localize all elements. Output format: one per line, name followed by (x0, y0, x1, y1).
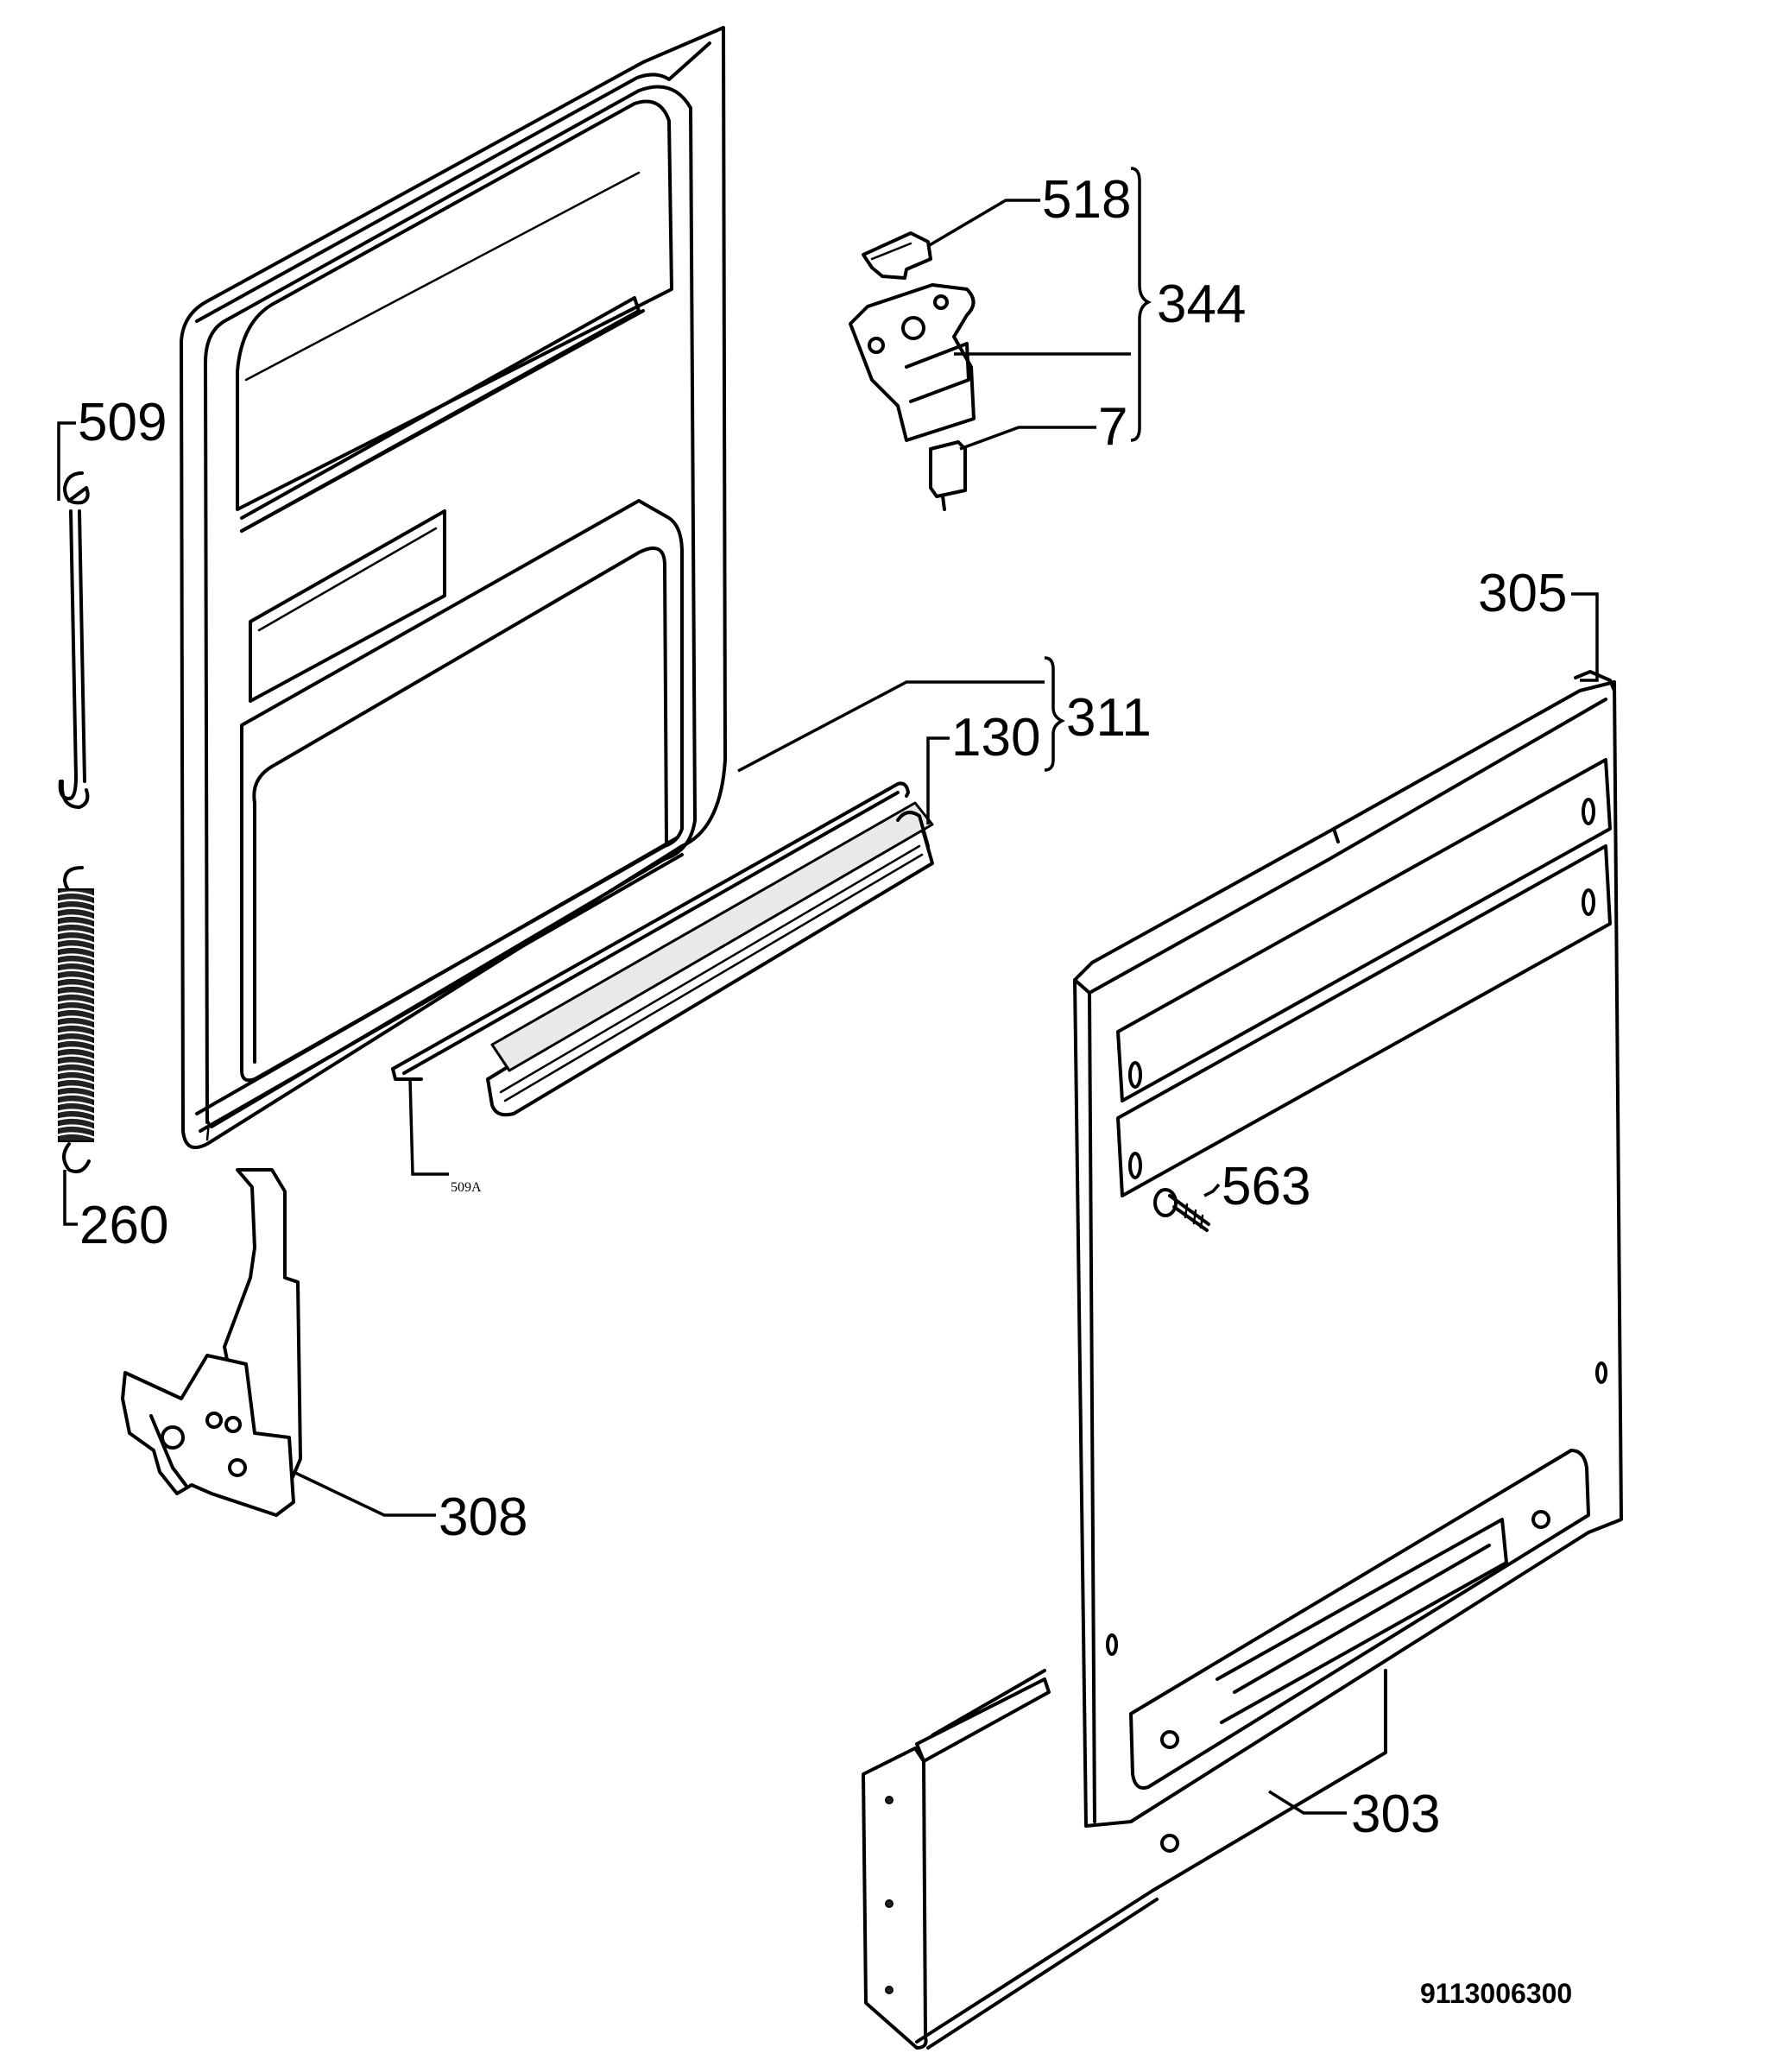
callout-labels: 518 344 7 509 305 311 130 509A 260 563 3… (78, 170, 1572, 2009)
door-latch-assembly (849, 231, 976, 511)
label-305: 305 (1478, 564, 1567, 623)
spring-509 (58, 471, 90, 809)
label-7: 7 (1098, 397, 1127, 457)
spring-coil-turn (56, 945, 96, 953)
bottom-strip-509a (391, 781, 910, 1081)
spring-coil-turn (56, 1109, 96, 1116)
spring-coil-turn (56, 1132, 96, 1140)
label-308: 308 (439, 1488, 527, 1547)
spring-coil-turn (56, 930, 96, 938)
spring-coil-turn (56, 1070, 96, 1077)
spring-coil-turn (56, 1101, 96, 1109)
label-509: 509 (78, 393, 167, 452)
leader-lines (57, 167, 1599, 1815)
spring-coil-turn (56, 1008, 96, 1015)
spring-coil-turn (56, 1124, 96, 1132)
outer-door-panel (1073, 670, 1623, 1828)
hinge-308 (121, 1168, 302, 1517)
spring-coil-turn (56, 1039, 96, 1046)
spring-coil-turn (56, 1054, 96, 1062)
spring-coil-turn (56, 1077, 96, 1085)
door-seal-130 (486, 801, 934, 1117)
spring-coil-turn (56, 976, 96, 984)
spring-coil-turn (56, 938, 96, 945)
screw-563 (1153, 1188, 1210, 1232)
label-518: 518 (1042, 170, 1131, 230)
inner-door-panel (180, 26, 727, 1149)
label-509a: 509A (451, 1180, 482, 1195)
label-260: 260 (79, 1196, 168, 1255)
spring-260 (56, 866, 96, 1173)
label-311: 311 (1066, 688, 1152, 748)
spring-coil-turn (56, 984, 96, 992)
spring-coil-turn (56, 1031, 96, 1039)
spring-coil-turn (56, 1062, 96, 1070)
label-130: 130 (951, 708, 1040, 768)
kick-plate-303 (862, 1669, 1387, 2050)
spring-coil-turn (56, 1116, 96, 1124)
spring-coil-turn (56, 1000, 96, 1008)
spring-coil-turn (56, 1085, 96, 1093)
label-563: 563 (1222, 1157, 1310, 1216)
spring-coil-turn (56, 899, 96, 906)
spring-coil-turn (56, 914, 96, 922)
spring-coil-turn (56, 906, 96, 914)
spring-coil-turn (56, 953, 96, 961)
spring-coil-turn (56, 1046, 96, 1054)
spring-coil-turn (56, 891, 96, 899)
label-344: 344 (1157, 275, 1246, 334)
spring-coil-turn (56, 992, 96, 1000)
drawing-number: 9113006300 (1420, 1978, 1572, 2009)
spring-coil-turn (56, 1093, 96, 1101)
label-303: 303 (1351, 1785, 1440, 1844)
spring-coil-turn (56, 1023, 96, 1031)
spring-coil-turn (56, 1015, 96, 1023)
spring-coil-turn (56, 969, 96, 976)
spring-coil-turn (56, 922, 96, 930)
spring-coil-turn (56, 961, 96, 969)
